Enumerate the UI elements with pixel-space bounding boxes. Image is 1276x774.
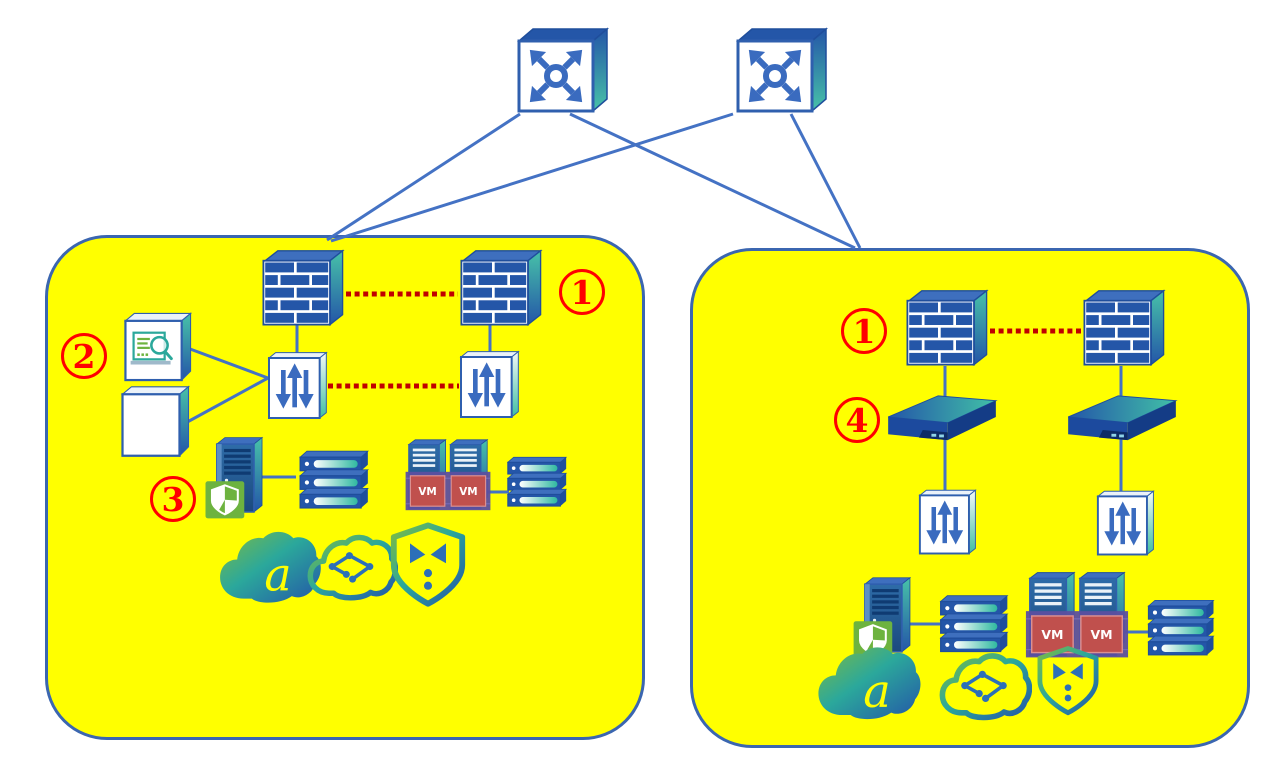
switch-updown-icon (916, 487, 978, 558)
core-router-icon (513, 26, 613, 114)
annotation-right-firewall-pair: 1 (841, 308, 887, 354)
switch-updown-icon (1094, 488, 1156, 559)
cloud-a-icon (814, 644, 922, 720)
annotation-number: 3 (161, 479, 185, 519)
shield-butler-icon (1034, 644, 1102, 718)
annotation-number: 1 (570, 272, 594, 312)
firewall-icon (258, 248, 348, 331)
annotation-left-security-server: 3 (150, 476, 196, 522)
annotation-left-firewall-pair: 1 (559, 269, 605, 315)
rack-server-icon (502, 451, 572, 513)
firewall-icon (902, 288, 992, 371)
network-appliance-icon (884, 392, 1000, 442)
annotation-number: 4 (845, 400, 869, 440)
rack-server-icon (290, 447, 378, 513)
cloud-share-network-icon (936, 646, 1032, 722)
core-router-icon (732, 26, 832, 114)
switch-updown-icon (265, 350, 329, 422)
rack-server-icon (1142, 594, 1220, 662)
audit-monitor-icon (121, 310, 195, 385)
security-server-shield-icon (203, 436, 271, 520)
annotation-number: 1 (852, 311, 876, 351)
shield-butler-icon (384, 520, 472, 610)
blank-box-icon (118, 383, 193, 461)
annotation-right-security-appliance: 4 (834, 397, 880, 443)
switch-updown-icon (457, 349, 521, 421)
firewall-icon (1079, 288, 1169, 371)
vm-server-icon (404, 438, 492, 512)
firewall-icon (456, 248, 546, 331)
annotation-number: 2 (72, 336, 96, 376)
network-appliance-icon (1064, 392, 1180, 442)
annotation-left-audit-terminals: 2 (61, 333, 107, 379)
